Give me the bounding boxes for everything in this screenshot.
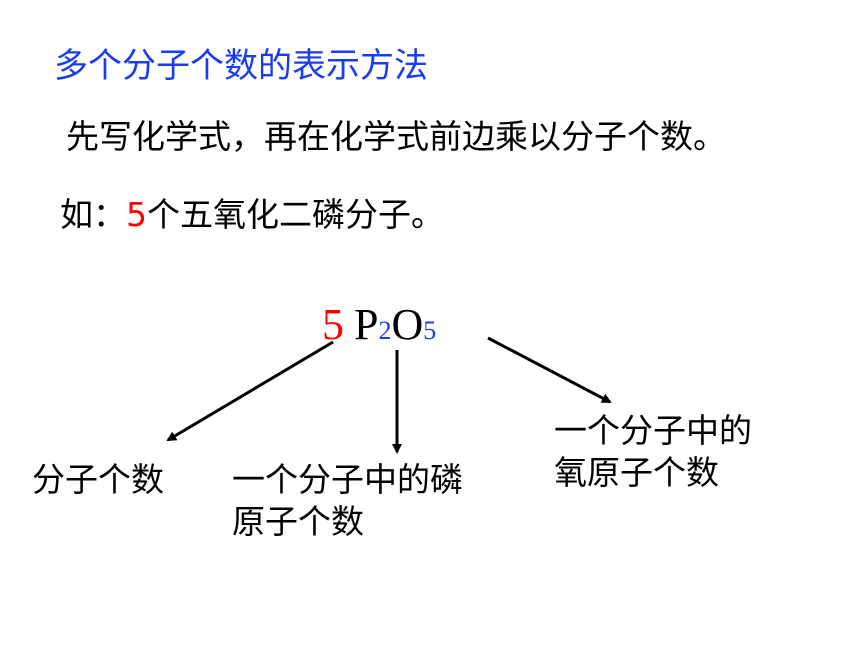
label-o-line2: 氧原子个数 — [554, 453, 719, 492]
formula-subscript-p: 2 — [378, 316, 392, 345]
label-p-atom-count: 一个分子中的磷 原子个数 — [232, 459, 463, 543]
slide-title: 多个分子个数的表示方法 — [54, 46, 428, 86]
formula-subscript-o: 5 — [423, 316, 437, 345]
label-molecule-count: 分子个数 — [32, 460, 164, 499]
example-text: 如：5个五氧化二磷分子。 — [60, 188, 444, 236]
example-number: 5 — [126, 195, 147, 234]
arrow-to-molecule-count — [166, 340, 334, 442]
arrow-to-o-atoms — [487, 336, 612, 404]
example-prefix: 如： — [60, 195, 126, 234]
rule-text: 先写化学式，再在化学式前边乘以分子个数。 — [66, 117, 726, 156]
example-suffix: 个五氧化二磷分子。 — [147, 195, 444, 234]
label-p-line1: 一个分子中的磷 — [232, 460, 463, 499]
formula-element-p: P — [354, 300, 379, 349]
formula-coefficient: 5 — [322, 300, 344, 349]
label-o-atom-count: 一个分子中的 氧原子个数 — [554, 410, 752, 494]
formula-element-o: O — [391, 300, 424, 349]
label-o-line1: 一个分子中的 — [554, 411, 752, 450]
label-p-line2: 原子个数 — [232, 502, 364, 541]
